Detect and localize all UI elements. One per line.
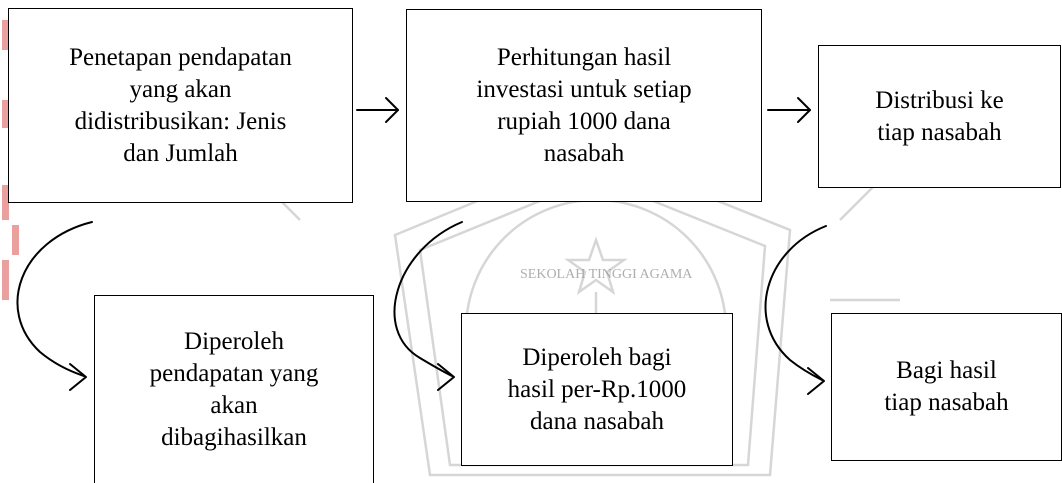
curved-arrow-icon — [16, 221, 93, 391]
step-text-bottom-3: Bagi hasil tiap nasabah — [884, 357, 1009, 416]
arrow-right-icon — [767, 97, 811, 123]
step-text-bottom-1: Diperoleh pendapatan yang akan dibagihas… — [149, 328, 319, 451]
step-text-bottom-2: Diperoleh bagi hasil per-Rp.1000 dana na… — [507, 343, 687, 435]
curved-arrow-icon — [764, 225, 827, 395]
watermark-star-icon — [564, 236, 628, 296]
step-text-top-3: Distribusi ke tiap nasabah — [875, 86, 1004, 146]
arrow-right-icon — [356, 97, 399, 123]
step-box-top-3: Distribusi ke tiap nasabah — [818, 45, 1061, 188]
step-text-top-1: Penetapan pendapatan yang akan didistrib… — [69, 43, 292, 167]
curved-arrow-icon — [393, 221, 463, 391]
watermark-arc-text: SEKOLAH TINGGI AGAMA — [520, 267, 693, 282]
step-box-bottom-1: Diperoleh pendapatan yang akan dibagihas… — [94, 295, 374, 483]
step-box-bottom-2: Diperoleh bagi hasil per-Rp.1000 dana na… — [461, 313, 733, 466]
step-box-bottom-3: Bagi hasil tiap nasabah — [831, 313, 1062, 461]
watermark-pentagon — [393, 150, 792, 477]
step-box-top-2: Perhitungan hasil investasi untuk setiap… — [406, 9, 762, 202]
step-text-top-2: Perhitungan hasil investasi untuk setiap… — [476, 43, 692, 167]
step-box-top-1: Penetapan pendapatan yang akan didistrib… — [8, 8, 353, 203]
